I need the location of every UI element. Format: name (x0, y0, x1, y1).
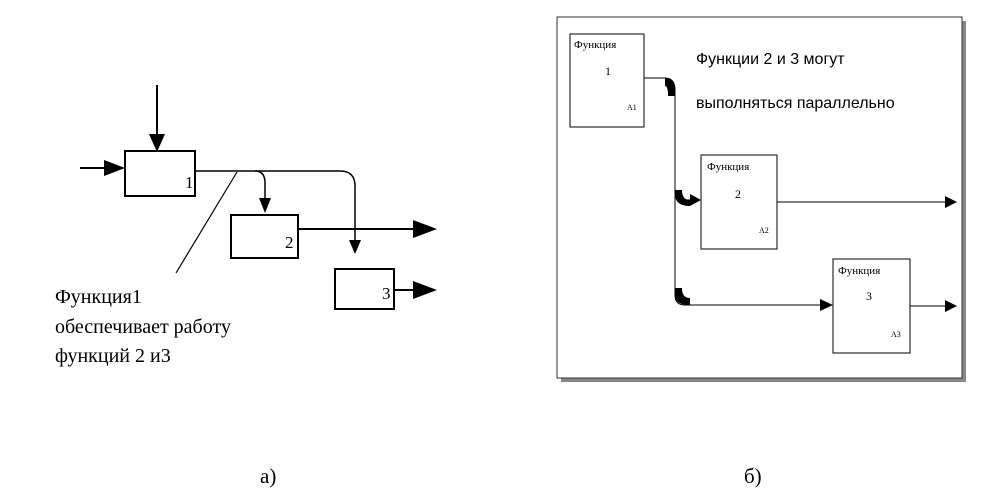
diagram-b-box-3-title: Функция (838, 265, 880, 277)
diagram-b-box-3-output-arrowhead (945, 300, 957, 312)
diagram-b-note-line-2: выполняться параллельно (696, 95, 895, 112)
diagram-a-note-line-3: функций 2 и3 (55, 345, 171, 367)
diagram-b-note-line-1: Функции 2 и 3 могут (696, 51, 845, 68)
diagram-b-box-2-output-arrowhead (945, 196, 957, 208)
diagram-a-box-3-output-arrowhead (413, 281, 437, 299)
diagram-a-box-3-number: 3 (382, 284, 391, 303)
diagram-a: 1 2 3 Функция1 обеспечивает работу функц… (55, 85, 437, 488)
diagram-b-box-2 (700, 154, 778, 250)
diagram-a-box-1 (124, 150, 196, 197)
diagram-a-box-2-output-arrowhead (413, 220, 437, 238)
diagram-b-arrowhead-into-box-2 (690, 194, 701, 206)
diagram-b-box-2-number: 2 (735, 187, 741, 201)
diagram-b-caption: б) (744, 464, 762, 488)
diagram-b-tunnel-mark-3 (675, 288, 690, 305)
diagram-a-arrowhead-to-box-3 (349, 240, 361, 254)
diagram-b-arrowhead-into-box-3 (820, 299, 833, 311)
diagram-a-input-arrowhead (104, 160, 125, 176)
diagram-b-box-1 (569, 33, 645, 128)
diagram-a-caption: а) (260, 464, 276, 488)
diagram-b-tunnel-mark-2 (675, 190, 690, 206)
diagram-b-box-2-code: A2 (759, 226, 769, 235)
diagram-a-box-1-number: 1 (185, 173, 194, 192)
diagram-a-note-line-1: Функция1 (55, 286, 142, 308)
diagram-a-box-3 (334, 268, 395, 310)
diagram-a-control-arrowhead (149, 134, 165, 152)
diagram-b: Функция 1 A1 Функция 2 A2 Функция 3 A3 Ф… (556, 16, 966, 488)
diagram-a-output-line (195, 170, 356, 242)
diagram-a-note-line-2: обеспечивает работу (55, 316, 231, 338)
diagram-b-box-3-number: 3 (866, 289, 872, 303)
diagram-b-box-2-title: Функция (707, 161, 749, 173)
diagram-b-tunnel-mark-1 (665, 78, 675, 96)
diagram-b-box-3 (832, 258, 911, 354)
diagram-a-arrowhead-to-box-2 (259, 198, 271, 213)
diagram-a-box-2-number: 2 (285, 233, 294, 252)
diagram-a-branch-to-box-2 (254, 170, 266, 200)
diagram-a-box-2 (230, 214, 299, 259)
diagram-b-box-3-code: A3 (891, 330, 901, 339)
diagram-a-callout-leader (175, 171, 238, 274)
diagram-b-box-1-code: A1 (627, 103, 637, 112)
diagram-b-box-1-number: 1 (605, 64, 611, 78)
diagram-b-box-1-title: Функция (574, 39, 616, 51)
